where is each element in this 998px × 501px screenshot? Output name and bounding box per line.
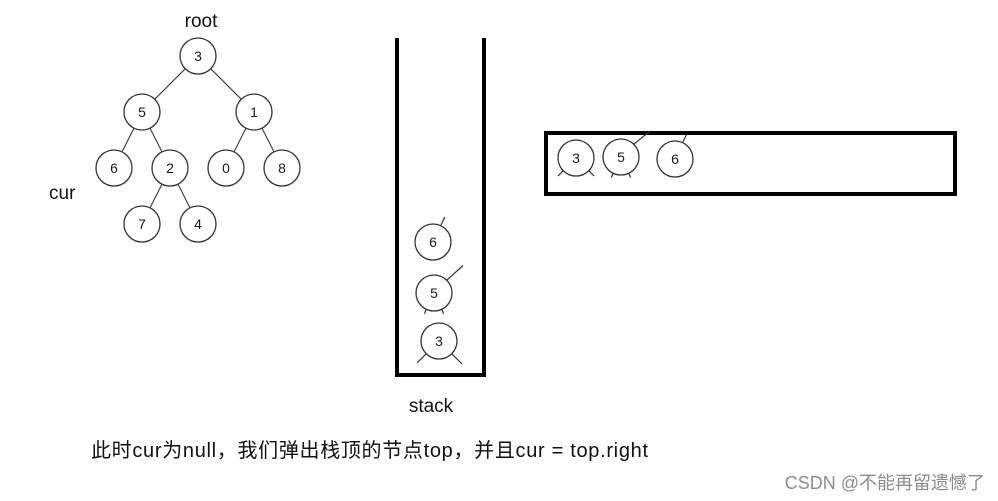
output-item-value: 5: [617, 149, 625, 165]
output-item-circle: [557, 139, 595, 177]
stack-label: stack: [409, 396, 454, 417]
tree-edge-lr-lrl: [149, 183, 163, 209]
tree-node-circle: [207, 149, 245, 187]
stack-item-edge-stub: [451, 353, 463, 365]
tree-edge-root-right: [210, 68, 242, 100]
tree-edge-l-ll: [121, 127, 135, 153]
output-item-edge-stub: [682, 134, 688, 143]
watermark: CSDN @不能再留遗憾了: [785, 473, 985, 493]
stack-item-circle: [414, 223, 452, 261]
tree-node-value: 6: [110, 160, 118, 176]
stack-item-circle: [415, 274, 453, 312]
stack: 6 5 3: [395, 38, 486, 377]
tree-node-circle: [123, 205, 161, 243]
stack-item-edge-stub: [446, 265, 464, 281]
tree-node-value: 5: [138, 104, 146, 120]
output-item-value: 3: [572, 150, 580, 166]
stack-item-bottom: 3: [416, 322, 463, 365]
tree-node-circle: [123, 93, 161, 131]
stack-item-edge-stub: [416, 353, 427, 364]
output-item-edge-stub: [588, 170, 595, 177]
tree-node-circle: [95, 149, 133, 187]
tree-edges: [121, 68, 275, 209]
tree-edge-r-rr: [261, 127, 275, 153]
root-label: root: [185, 11, 218, 32]
tree-node-ll: 6: [95, 149, 133, 187]
output-item-circle: [656, 140, 694, 178]
stack-container: [395, 38, 486, 377]
output-item-value: 6: [671, 151, 679, 167]
stack-item-edge-stub: [440, 216, 446, 226]
stack-item-circle: [420, 322, 458, 360]
tree-node-lrr: 4: [179, 205, 217, 243]
output-item-2: 5: [602, 130, 651, 178]
tree-node-circle: [263, 149, 301, 187]
output-item-1: 3: [557, 139, 595, 177]
tree-node-root: 3: [179, 37, 217, 75]
caption: 此时cur为null，我们弹出栈顶的节点top，并且cur = top.righ…: [91, 439, 648, 462]
tree-node-circle: [179, 205, 217, 243]
tree-edge-r-rl: [233, 127, 247, 153]
tree-node-value: 7: [138, 216, 146, 232]
stack-item-edge-stub: [441, 309, 445, 314]
cur-label: cur: [49, 183, 76, 204]
tree-node-circle: [151, 149, 189, 187]
tree-node-circle: [235, 93, 273, 131]
tree-node-lr: 2: [151, 149, 189, 187]
output-item-edge-stub: [610, 172, 614, 178]
stack-item-value: 3: [435, 333, 443, 349]
tree-node-rl: 0: [207, 149, 245, 187]
tree-edge-root-left: [154, 68, 186, 100]
output-item-3: 6: [656, 134, 694, 178]
tree-node-value: 1: [250, 104, 258, 120]
output-item-edge-stub: [557, 170, 564, 177]
stack-item-top: 6: [414, 216, 452, 261]
tree-node-l: 5: [123, 93, 161, 131]
tree-node-r: 1: [235, 93, 273, 131]
tree-edge-lr-lrr: [177, 183, 191, 209]
output-list-box: [544, 131, 957, 196]
tree-node-value: 0: [222, 160, 230, 176]
tree-edge-l-lr: [149, 127, 163, 153]
tree-node-value: 2: [166, 160, 174, 176]
stack-item-value: 6: [429, 234, 437, 250]
tree-node-circle: [179, 37, 217, 75]
stack-item-middle: 5: [415, 265, 464, 314]
tree-node-value: 8: [278, 160, 286, 176]
output-item-circle: [602, 138, 640, 176]
stack-item-edge-stub: [423, 309, 427, 314]
stack-item-value: 5: [430, 285, 438, 301]
tree-node-value: 3: [194, 48, 202, 64]
tree-nodes: 3 5 1 6 2 0 8 7: [95, 37, 301, 243]
tree-node-rr: 8: [263, 149, 301, 187]
output-item-edge-stub: [633, 130, 651, 145]
output-list: 3 5 6: [544, 130, 957, 196]
tree-node-value: 4: [194, 216, 202, 232]
tree-node-lrl: 7: [123, 205, 161, 243]
output-item-edge-stub: [628, 172, 632, 178]
